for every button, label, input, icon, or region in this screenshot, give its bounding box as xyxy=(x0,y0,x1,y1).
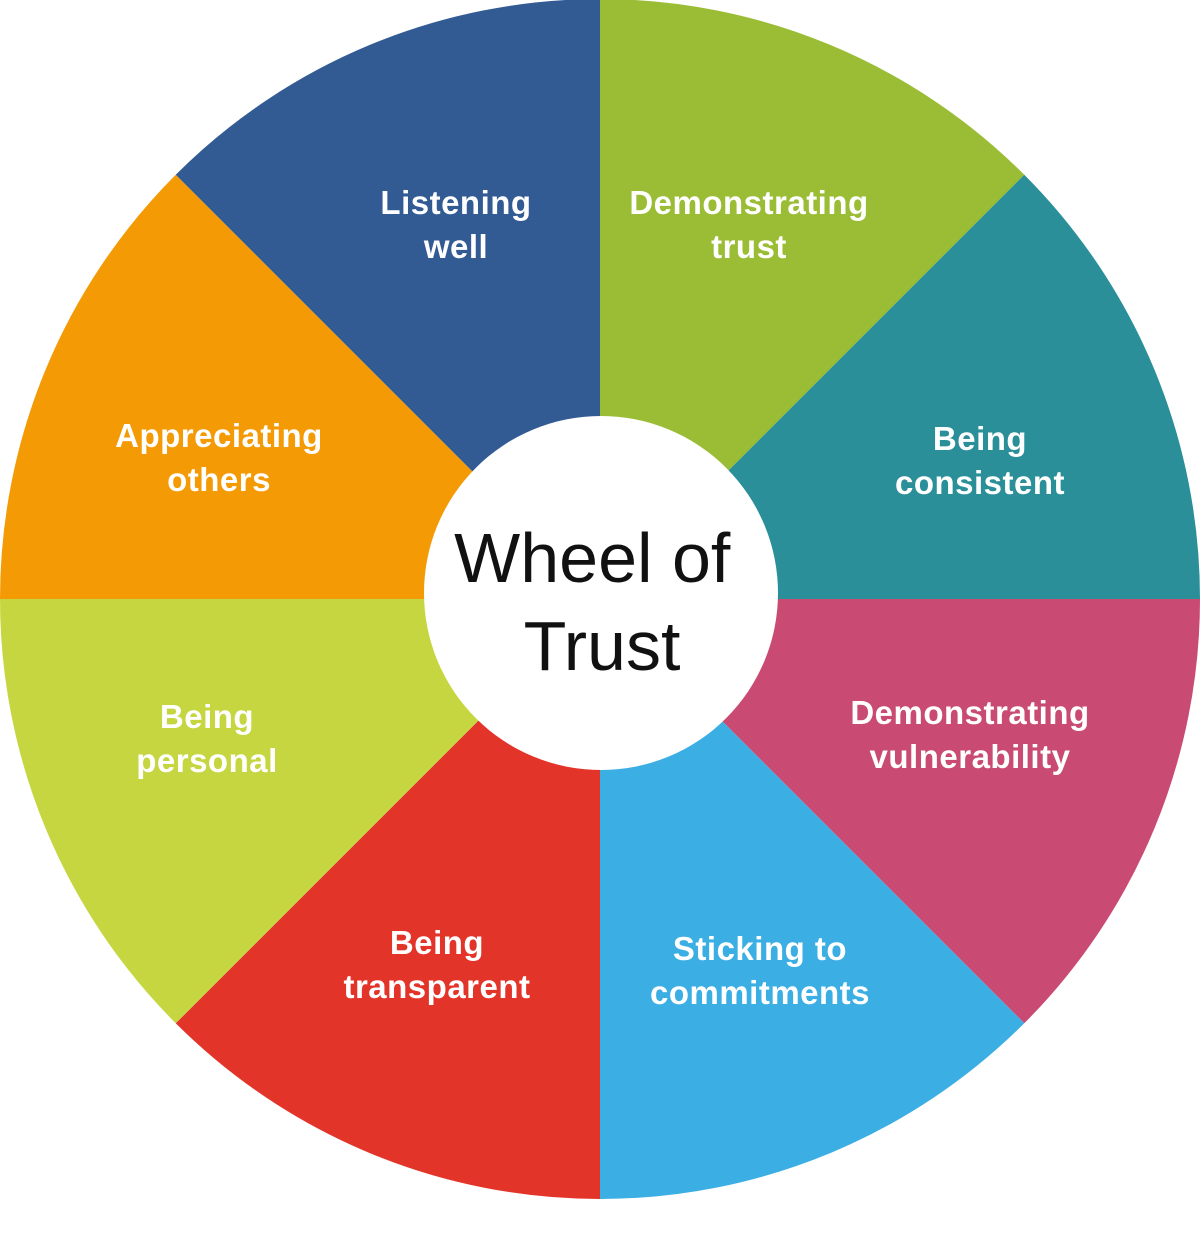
segment-appreciating-others xyxy=(0,174,600,600)
segment-sticking-to-commitments xyxy=(600,599,1025,1199)
segment-demonstrating-trust xyxy=(600,0,1025,599)
segment-being-transparent xyxy=(175,599,601,1199)
center-title: Wheel of Trust xyxy=(454,519,750,685)
segment-being-consistent xyxy=(600,174,1200,600)
segment-demonstrating-vulnerability xyxy=(600,599,1200,1024)
segment-listening-well xyxy=(175,0,600,599)
segment-being-personal xyxy=(0,599,600,1024)
center-circle xyxy=(424,416,778,770)
